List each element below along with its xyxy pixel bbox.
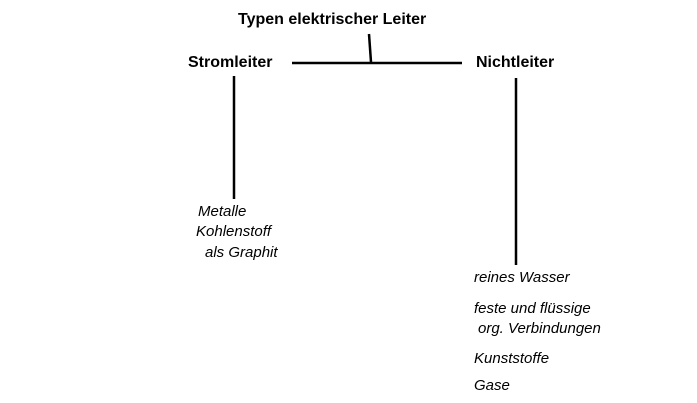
left-item-kohlenstoff: Kohlenstoff: [196, 223, 272, 240]
right-item-org-verbindungen: org. Verbindungen: [478, 320, 601, 337]
title-stem-line: [367, 33, 373, 63]
right-branch-label: Nichtleiter: [476, 54, 555, 71]
left-item-als-graphit: als Graphit: [205, 244, 278, 261]
diagram-title: Typen elektrischer Leiter: [238, 11, 427, 28]
right-item-reines-wasser: reines Wasser: [474, 269, 570, 286]
right-item-kunststoffe: Kunststoffe: [474, 350, 550, 367]
right-item-feste-und-fluessige: feste und flüssige: [474, 300, 591, 317]
left-branch-label: Stromleiter: [188, 54, 273, 71]
right-item-gase: Gase: [474, 377, 510, 394]
left-item-metalle: Metalle: [198, 203, 247, 220]
